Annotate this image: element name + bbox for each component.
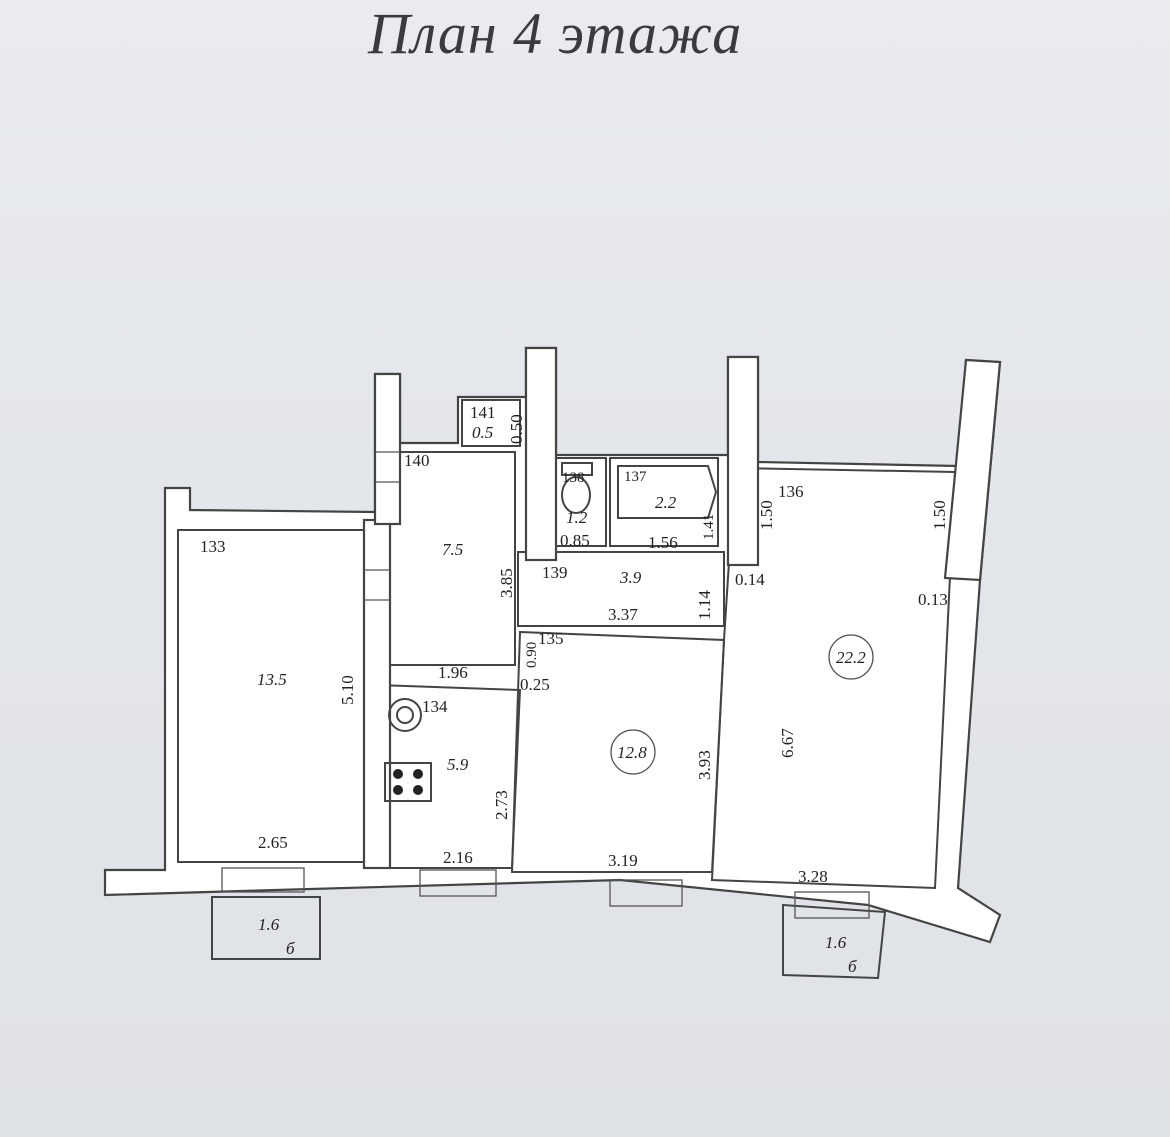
room-outline-141 [461, 399, 521, 447]
room-dimension: 1.41 [701, 514, 717, 540]
room-dimension: 0.90 [524, 642, 540, 668]
exterior-wall-outline [103, 346, 1002, 944]
wall-segment [726, 355, 760, 567]
room-dimension: 3.85 [497, 568, 516, 598]
room-number: 133 [200, 537, 226, 556]
room-area: 1.2 [566, 508, 588, 527]
balcony-mark: б [848, 957, 857, 976]
room-area: 13.5 [257, 670, 287, 689]
room-area: 2.2 [655, 493, 677, 512]
room-area: 7.5 [442, 540, 463, 559]
balcony-mark: б [286, 939, 295, 958]
room-area: 0.5 [472, 423, 493, 442]
room-dimension: 1.50 [757, 500, 776, 530]
balcony-right [782, 903, 887, 980]
room-outline-137 [609, 457, 719, 547]
toilet-tank-icon [561, 462, 593, 476]
room-dimension: 5.10 [338, 675, 357, 705]
wall-segment [362, 518, 392, 870]
room-number: 139 [542, 563, 568, 582]
stove-icon [384, 762, 432, 802]
room-area: 12.8 [617, 743, 647, 762]
balcony-left [211, 896, 321, 960]
room-number: 136 [778, 482, 804, 501]
balcony-area: 1.6 [258, 915, 280, 934]
room-dimension: 2.16 [443, 848, 473, 867]
room-dimension: 3.28 [798, 867, 828, 886]
room-dimension: 0.85 [560, 531, 590, 550]
room-dimension: 1.14 [695, 590, 714, 620]
room-number: 137 [624, 469, 647, 485]
room-number: 135 [538, 629, 564, 648]
room-number-circle [828, 634, 874, 680]
room-dimension: 0.50 [507, 414, 526, 444]
page-title: План 4 этажа [368, 1, 743, 66]
room-area: 5.9 [447, 755, 469, 774]
room-dimension: 1.96 [438, 663, 468, 682]
room-number: 138 [562, 470, 585, 486]
room-outline-136 [710, 466, 957, 890]
room-dimension: 2.73 [492, 790, 511, 820]
wall-segment [943, 358, 1002, 582]
room-dimension: 0.13 [918, 590, 948, 609]
room-number: 141 [470, 403, 496, 422]
wall-segment [524, 346, 558, 562]
room-number: 134 [422, 697, 448, 716]
room-dimension: 1.56 [648, 533, 678, 552]
balcony-area: 1.6 [825, 933, 847, 952]
room-number: 140 [404, 451, 430, 470]
wall-segment [373, 372, 402, 526]
room-dimension: 0.25 [520, 675, 550, 694]
room-dimension: 3.93 [695, 750, 714, 780]
room-number-circle [610, 729, 656, 775]
room-area: 22.2 [836, 648, 866, 667]
toilet-icon [561, 476, 591, 514]
room-dimension: 2.65 [258, 833, 288, 852]
room-outline-139 [517, 551, 725, 627]
room-dimension: 6.67 [778, 728, 797, 758]
bathtub-icon [617, 465, 718, 519]
room-dimension: 3.37 [608, 605, 638, 624]
window-mark [221, 451, 870, 919]
room-area: 3.9 [619, 568, 642, 587]
room-dimension: 0.14 [735, 570, 765, 589]
room-dimension: 3.19 [608, 851, 638, 870]
sink-icon [388, 698, 422, 732]
room-dimension: 1.50 [930, 500, 949, 530]
